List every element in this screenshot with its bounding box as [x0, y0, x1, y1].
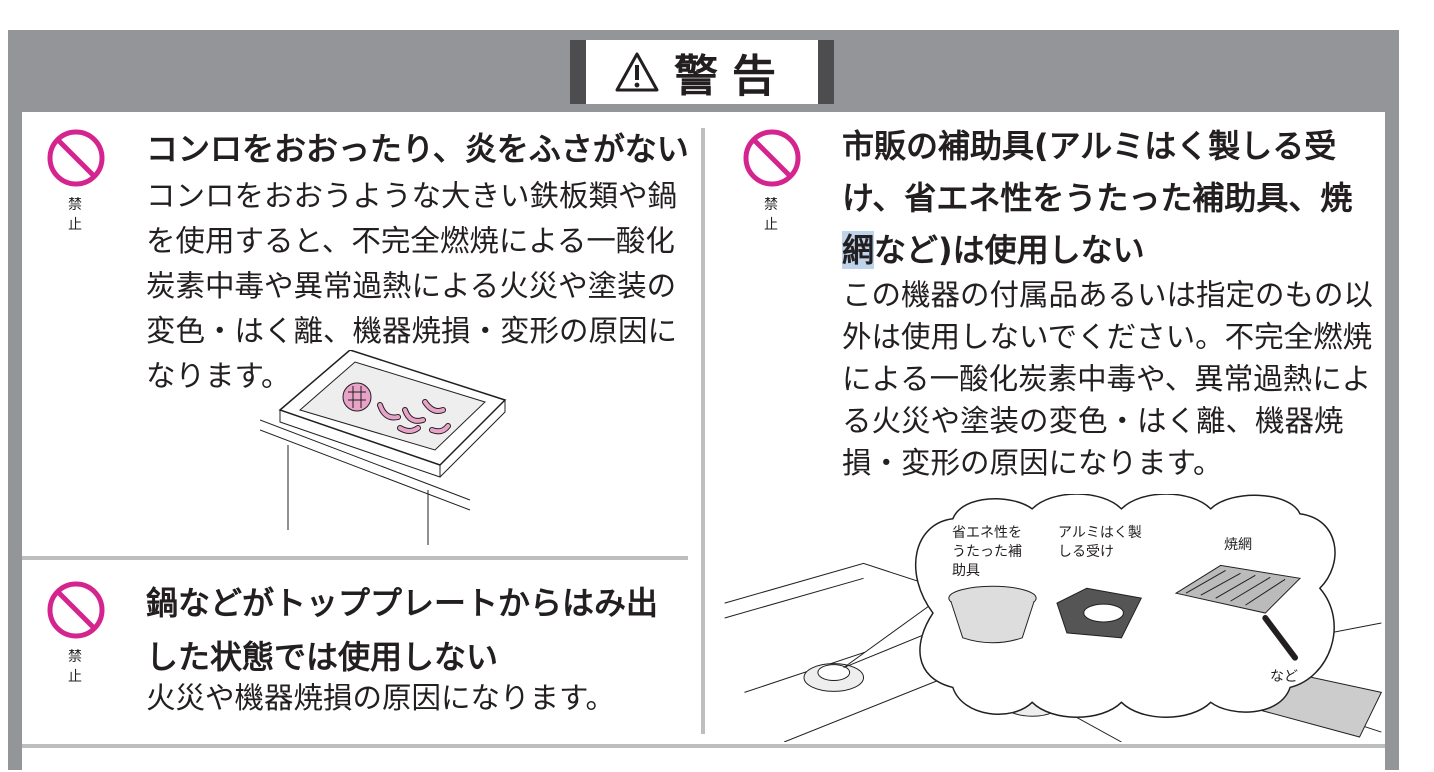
heading-text: など)は使用しない	[874, 231, 1145, 269]
body-line: この機器の付属品あるいは指定のもの以	[842, 278, 1374, 312]
prohibited-label: 禁止	[68, 197, 96, 233]
caption-energy-saving-aid: 省エネ性を うたった補 助具	[952, 524, 1022, 581]
warning-title: 警告	[570, 40, 834, 104]
section-1-body: コンロをおおうような大きい鉄板類や鍋 を使用すると、不完全燃焼による一酸化 炭素…	[146, 174, 677, 399]
body-line: 損・変形の原因になります。	[842, 446, 1223, 480]
body-line: コンロをおおうような大きい鉄板類や鍋	[146, 179, 678, 213]
section-2-body: 火災や機器焼損の原因になります。	[146, 676, 615, 721]
caption-etc: など	[1270, 669, 1298, 685]
prohibited-label: 禁止	[764, 197, 792, 233]
heading-line: け、省エネ性をうたった補助具、焼	[842, 179, 1353, 217]
section-3-body: この機器の付属品あるいは指定のもの以 外は使用しないでください。不完全燃焼 によ…	[842, 274, 1373, 484]
prohibited-mark: 禁止	[46, 580, 106, 686]
warning-title-text: 警告	[674, 51, 790, 102]
body-line: 外は使用しないでください。不完全燃焼	[842, 320, 1373, 354]
heading-line: 市販の補助具(アルミはく製しる受	[842, 127, 1337, 165]
auxiliary-items-illustration	[724, 494, 1383, 742]
heading-line: 鍋などがトッププレートからはみ出	[146, 584, 659, 622]
body-line: 炭素中毒や異常過熱による火災や塗装の	[146, 269, 677, 303]
section-1-heading: コンロをおおったり、炎をふさがない	[146, 130, 689, 168]
prohibited-icon	[47, 581, 105, 639]
caption-line: アルミはく製	[1058, 525, 1142, 541]
body-line: 火災や機器焼損の原因になります。	[146, 681, 616, 715]
prohibited-mark: 禁止	[46, 128, 106, 234]
section-2-heading: 鍋などがトッププレートからはみ出 した状態では使用しない	[146, 576, 658, 684]
highlighted-text[interactable]: 網	[842, 231, 875, 269]
heading-line: した状態では使用しない	[146, 638, 499, 676]
caption-grill-net: 焼網	[1224, 537, 1252, 553]
prohibited-icon	[47, 129, 105, 187]
section-divider	[22, 556, 688, 560]
caption-foil-drip-tray: アルミはく製 しる受け	[1058, 524, 1142, 562]
body-line: 変色・はく離、機器焼損・変形の原因に	[146, 314, 678, 348]
body-line: を使用すると、不完全燃焼による一酸化	[146, 224, 675, 258]
prohibited-icon	[743, 129, 801, 187]
heading-line: 網など)は使用しない	[842, 224, 1352, 276]
griddle-on-stove-illustration	[260, 350, 507, 545]
bottom-divider	[22, 744, 1385, 748]
body-line: なります。	[146, 359, 291, 393]
body-line: による一酸化炭素中毒や、異常過熱によ	[842, 362, 1372, 396]
caption-line: 省エネ性を	[952, 525, 1022, 541]
caption-line: うたった補	[952, 544, 1022, 560]
body-line: る火災や塗装の変色・はく離、機器焼	[842, 404, 1344, 438]
prohibited-label: 禁止	[68, 649, 96, 685]
warning-triangle-icon	[615, 52, 659, 92]
column-divider	[701, 128, 705, 734]
prohibited-mark: 禁止	[742, 128, 802, 234]
caption-line: 助具	[952, 563, 980, 579]
section-3-heading: 市販の補助具(アルミはく製しる受 け、省エネ性をうたった補助具、焼 網など)は使…	[842, 120, 1352, 276]
caption-line: しる受け	[1058, 544, 1114, 560]
